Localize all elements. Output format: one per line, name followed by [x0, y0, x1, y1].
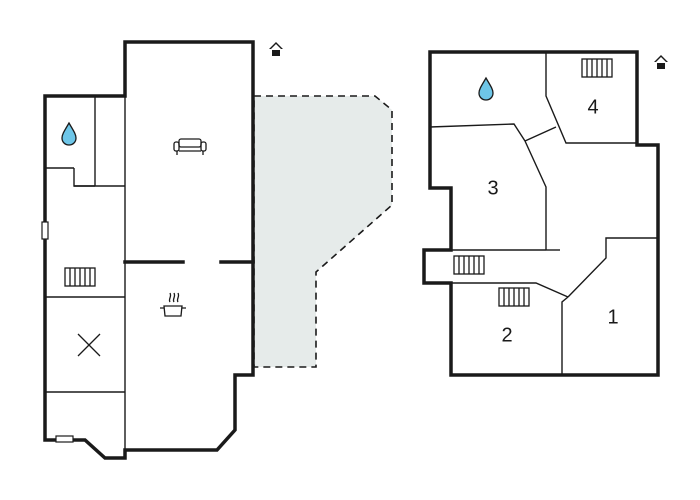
room-1-wall-left	[561, 296, 569, 375]
bathroom-wall-bottom	[73, 168, 95, 187]
radiator-icon	[581, 58, 613, 78]
upper-floor: 4 3 2 1	[422, 50, 668, 377]
room-4-wall-left	[545, 52, 637, 144]
window-bottom	[55, 435, 74, 443]
terrace-area	[253, 95, 393, 368]
radiator-icon	[498, 287, 530, 307]
radiator-icon	[453, 255, 485, 275]
sofa-icon	[173, 138, 207, 155]
hallway-wall-lower	[451, 282, 569, 298]
room-1-wall-top	[567, 237, 658, 298]
radiator-icon	[64, 267, 96, 287]
upper-floor-outer-wall	[422, 50, 660, 377]
landing-wall	[524, 126, 557, 142]
room-label-1: 1	[607, 306, 618, 328]
bathroom-wall-bottom	[429, 123, 526, 142]
house-entrance-icon	[654, 55, 668, 69]
cooking-pot-icon	[160, 292, 186, 317]
window-left	[41, 221, 49, 240]
water-drop-icon	[478, 76, 494, 101]
ground-floor-outer-wall	[43, 40, 255, 460]
water-drop-icon	[61, 121, 77, 146]
room-label-3: 3	[487, 177, 498, 199]
room-3-wall-right	[524, 140, 547, 250]
ground-floor	[41, 40, 393, 460]
cross-icon	[77, 333, 101, 357]
house-entrance-icon	[269, 42, 283, 56]
room-label-2: 2	[501, 324, 512, 346]
room-label-4: 4	[587, 96, 598, 118]
